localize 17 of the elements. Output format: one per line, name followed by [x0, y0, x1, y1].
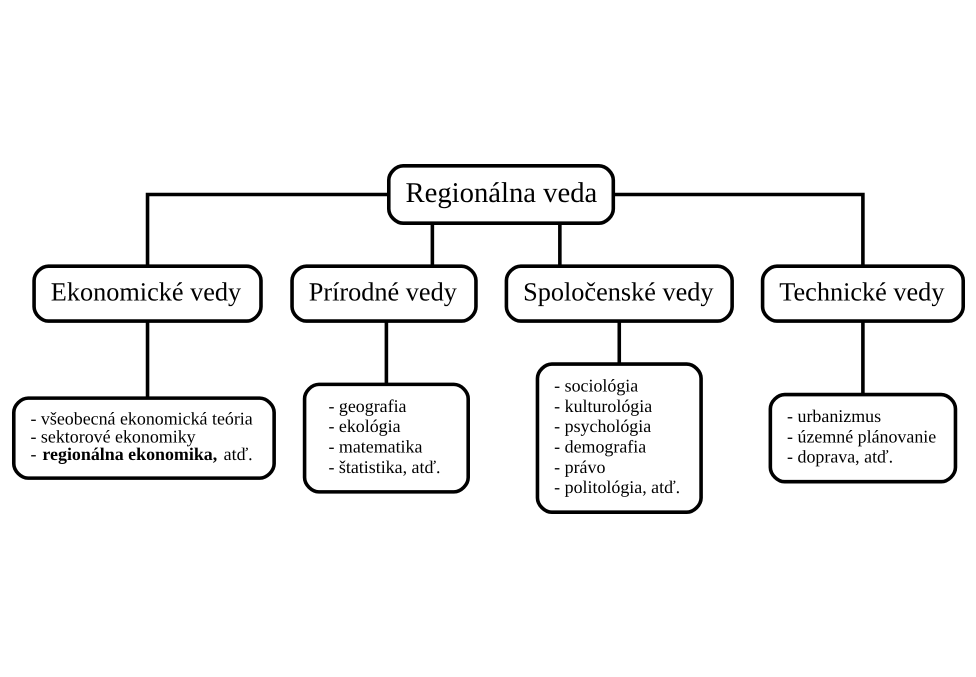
connector: [616, 320, 621, 364]
connector: [613, 192, 864, 266]
connector: [430, 222, 434, 266]
node-box: - geografia - ekológia - matematika - štatistika, atď.: [302, 382, 470, 494]
connector: [558, 222, 562, 266]
node-box: Regionálna veda: [386, 164, 615, 224]
connector: [384, 320, 388, 384]
node-box: Ekonomické vedy: [32, 264, 262, 322]
node-box: - sociológia - kulturológia - psychológia - demografia - právo - politológia, atď.: [535, 362, 702, 514]
node-box: Prírodné vedy: [290, 264, 478, 322]
connector: [145, 192, 388, 266]
node-box: - všeobecná ekonomická teória - sektorové ekonomiky - regionálna ekonomika, atď.: [11, 396, 276, 480]
connector: [145, 320, 149, 398]
node-box: Technické vedy: [760, 264, 965, 322]
node-box: Spoločenské vedy: [504, 264, 734, 322]
connector: [860, 320, 864, 394]
node-box: - urbanizmus - územné plánovanie - doprava, atď.: [768, 392, 957, 483]
